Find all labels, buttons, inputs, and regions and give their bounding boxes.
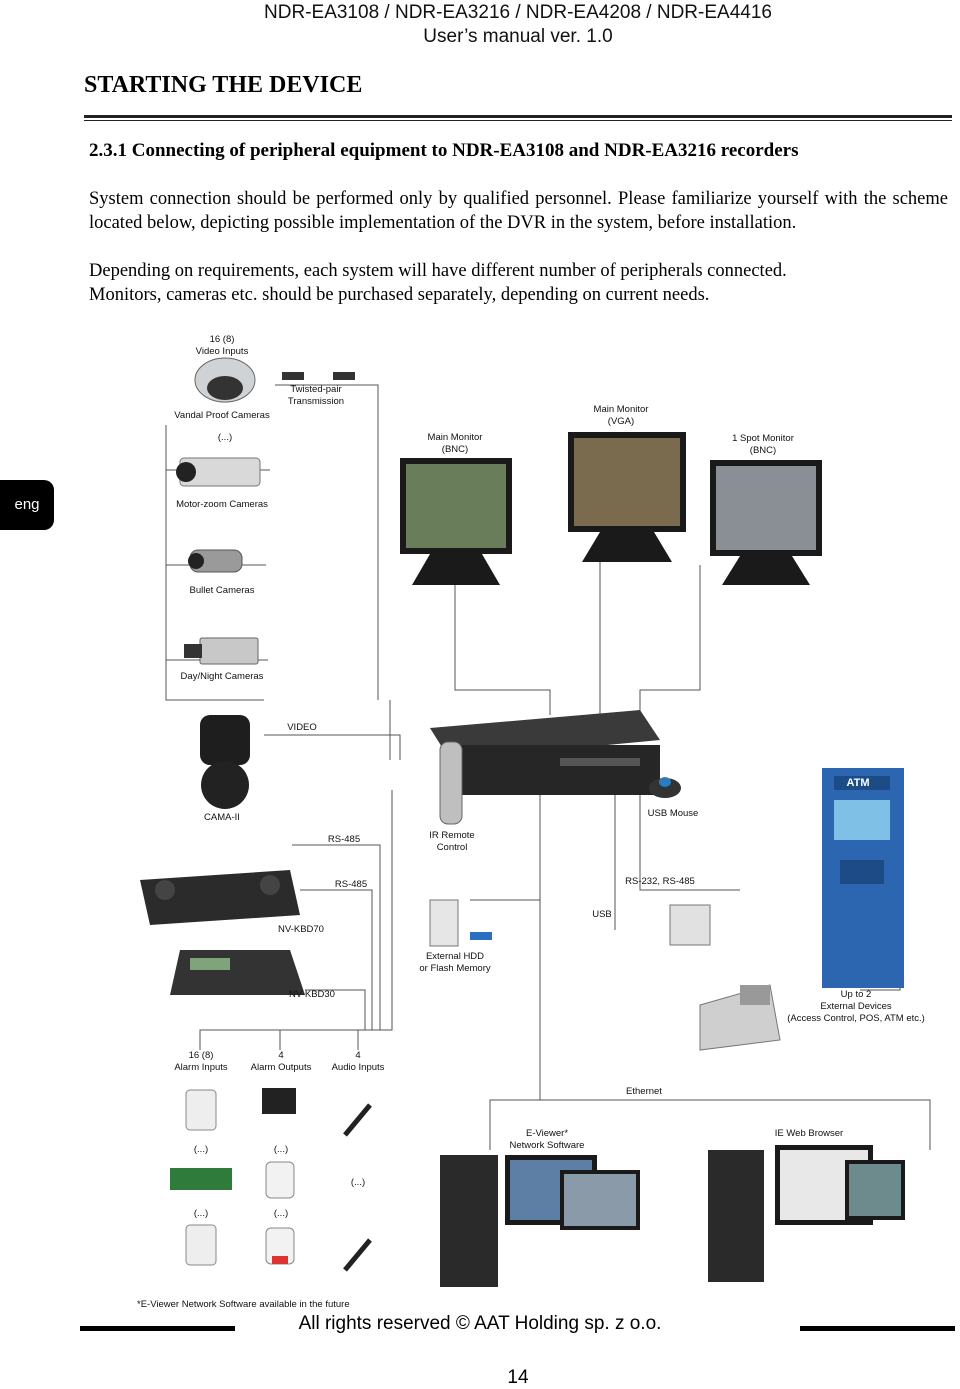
label-alarm-in: Alarm Inputs	[174, 1062, 228, 1073]
label-video-inputs-count: 16 (8)	[210, 334, 235, 345]
microphone-icon	[343, 1103, 372, 1137]
pos-terminal-icon	[669, 904, 711, 946]
label-rs485-a: RS-485	[328, 834, 360, 845]
subsection-title: 2.3.1 Connecting of peripheral equipment…	[89, 140, 799, 161]
label-eviewer-2: Network Software	[510, 1140, 585, 1151]
atm-logo-text: ATM	[846, 777, 869, 789]
label-main-bnc-1: Main Monitor	[428, 432, 483, 443]
header-manual-version: User’s manual ver. 1.0	[423, 26, 613, 47]
label-main-bnc-2: (BNC)	[442, 444, 468, 455]
workstation-icon	[440, 1155, 640, 1287]
label-ellipsis-1: (...)	[218, 432, 232, 443]
label-hdd-2: or Flash Memory	[419, 963, 491, 974]
alarm-board-icon	[170, 1168, 232, 1190]
label-motor-zoom: Motor-zoom Cameras	[176, 499, 268, 510]
label-video: VIDEO	[287, 722, 317, 733]
siren-icon	[265, 1161, 295, 1199]
bullet-camera-icon	[188, 549, 243, 573]
label-ext-3: (Access Control, POS, ATM etc.)	[787, 1013, 925, 1024]
label-ellipsis-5: (...)	[194, 1208, 208, 1219]
label-ext-1: Up to 2	[841, 989, 872, 1000]
footer-bar-right	[800, 1326, 955, 1331]
ir-remote-icon	[439, 741, 463, 825]
label-audio-in: Audio Inputs	[332, 1062, 385, 1073]
title-rule-thin	[84, 120, 952, 121]
diagram-labels: 16 (8) Video Inputs Twisted-pair Transmi…	[137, 334, 925, 1310]
label-alarm-out-count: 4	[278, 1050, 283, 1061]
keyboard-kbd30-icon	[170, 950, 305, 995]
label-vandal-cameras: Vandal Proof Cameras	[174, 410, 270, 421]
label-video-inputs: Video Inputs	[196, 346, 249, 357]
label-alarm-in-count: 16 (8)	[189, 1050, 214, 1061]
label-hdd-1: External HDD	[426, 951, 484, 962]
paragraph-3: Monitors, cameras etc. should be purchas…	[89, 285, 710, 305]
label-ie-browser: IE Web Browser	[775, 1128, 843, 1139]
label-rs232: RS-232, RS-485	[625, 876, 695, 887]
label-ellipsis-6: (...)	[274, 1208, 288, 1219]
label-kbd70: NV-KBD70	[278, 924, 324, 935]
label-spot-2: (BNC)	[750, 445, 776, 456]
label-ethernet: Ethernet	[626, 1086, 662, 1097]
keyboard-kbd70-icon	[140, 870, 300, 925]
language-tab[interactable]: eng	[0, 480, 54, 530]
motion-sensor-2-icon	[185, 1224, 217, 1266]
label-alarm-out: Alarm Outputs	[251, 1062, 312, 1073]
usb-mouse-icon	[649, 777, 681, 798]
main-monitor-bnc-icon	[400, 458, 512, 585]
label-rs485-b: RS-485	[335, 879, 367, 890]
cash-register-icon	[699, 984, 781, 1051]
label-cama: CAMA-II	[204, 812, 240, 823]
label-bullet: Bullet Cameras	[190, 585, 255, 596]
day-night-camera-icon	[184, 637, 259, 665]
label-ellipsis-4: (...)	[351, 1177, 365, 1188]
label-audio-count: 4	[355, 1050, 360, 1061]
label-spot-1: 1 Spot Monitor	[732, 433, 794, 444]
spot-monitor-icon	[710, 460, 822, 585]
ptz-dome-camera-icon	[200, 715, 250, 809]
title-rule-thick	[84, 115, 952, 118]
section-title: STARTING THE DEVICE	[84, 72, 363, 98]
label-ir-1: IR Remote	[429, 830, 474, 841]
floodlight-icon	[262, 1088, 296, 1114]
label-usb: USB	[592, 909, 612, 920]
motor-zoom-camera-icon	[176, 457, 261, 487]
label-main-vga-1: Main Monitor	[594, 404, 649, 415]
footer-copyright: All rights reserved © AAT Holding sp. z …	[298, 1313, 662, 1334]
label-kbd30: NV-KBD30	[289, 989, 335, 1000]
dvr-recorder-icon	[430, 710, 660, 795]
label-ext-2: External Devices	[820, 1001, 892, 1012]
diagram-footnote: *E-Viewer Network Software available in …	[137, 1299, 350, 1310]
label-day-night: Day/Night Cameras	[181, 671, 264, 682]
header-models: NDR-EA3108 / NDR-EA3216 / NDR-EA4208 / N…	[264, 2, 772, 23]
atm-icon	[822, 768, 904, 988]
label-usb-mouse: USB Mouse	[648, 808, 699, 819]
microphone-2-icon	[343, 1238, 372, 1272]
label-twisted-pair-1: Twisted-pair	[290, 384, 341, 395]
label-eviewer-1: E-Viewer*	[526, 1128, 568, 1139]
page-number: 14	[507, 1367, 529, 1388]
main-monitor-vga-icon	[568, 432, 686, 562]
label-ellipsis-2: (...)	[194, 1144, 208, 1155]
paragraph-1: System connection should be performed on…	[89, 189, 948, 233]
siren-2-icon	[265, 1227, 295, 1265]
connection-diagram: 16 (8) Video Inputs Twisted-pair Transmi…	[137, 334, 931, 1310]
pc-browser-icon	[708, 1145, 905, 1282]
paragraph-2: Depending on requirements, each system w…	[89, 261, 787, 281]
vandal-proof-camera-icon	[194, 357, 256, 403]
footer-bar-left	[80, 1326, 235, 1331]
label-ir-2: Control	[437, 842, 468, 853]
label-ellipsis-3: (...)	[274, 1144, 288, 1155]
twisted-pair-icon	[282, 372, 355, 380]
label-main-vga-2: (VGA)	[608, 416, 634, 427]
external-hdd-icon	[429, 899, 492, 947]
label-twisted-pair-2: Transmission	[288, 396, 344, 407]
motion-sensor-icon	[185, 1089, 217, 1131]
